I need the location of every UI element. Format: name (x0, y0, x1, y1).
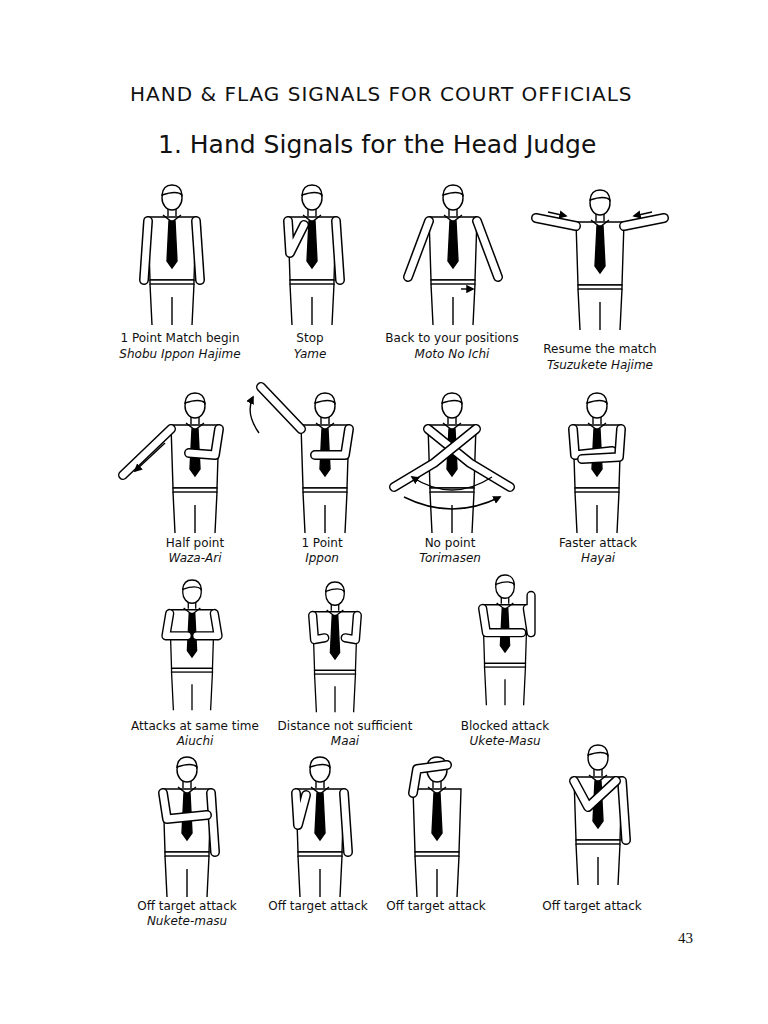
signal-term: Ukete-Masu (469, 734, 540, 748)
figure (413, 757, 461, 897)
signal-caption: Off target attack (137, 899, 237, 913)
figure (408, 185, 498, 325)
signal-caption: Off target attack (268, 899, 368, 913)
figure (394, 393, 510, 533)
signal-term: Yame (294, 347, 327, 361)
signal-term: Hayai (581, 551, 615, 565)
figure (313, 582, 358, 712)
signal-caption: Resume the match (543, 342, 656, 356)
figure (144, 185, 200, 325)
signal-term: Torimasen (419, 551, 481, 565)
page-number: 43 (678, 930, 693, 947)
page-title: HAND & FLAG SIGNALS FOR COURT OFFICIALS (130, 82, 633, 106)
signal-caption: Attacks at same time (131, 719, 259, 733)
signal-caption: Half point (166, 536, 224, 550)
signal-caption: 1 Point (301, 536, 342, 550)
signal-term: Moto No Ichi (415, 347, 490, 361)
figure (536, 190, 664, 330)
figure (574, 745, 626, 885)
figure (123, 393, 219, 533)
signal-term: Nukete-masu (147, 914, 227, 928)
figure (296, 757, 348, 897)
signal-caption: No point (425, 536, 476, 550)
signal-caption: Off target attack (542, 899, 642, 913)
signal-caption: Faster attack (559, 536, 637, 550)
signal-caption: 1 Point Match begin (120, 331, 239, 345)
signal-term: Aiuchi (177, 734, 214, 748)
section-heading: 1. Hand Signals for the Head Judge (158, 130, 596, 159)
signal-caption: Back to your positions (385, 331, 518, 345)
signal-caption: Stop (296, 331, 323, 345)
signal-term: Shobu Ippon Hajime (119, 347, 240, 361)
signal-caption: Distance not sufficient (278, 719, 413, 733)
signal-caption: Off target attack (386, 899, 486, 913)
figure (483, 575, 531, 705)
signal-term: Ippon (305, 551, 339, 565)
signal-term: Waza-Ari (168, 551, 221, 565)
figure (250, 387, 349, 533)
figure (288, 185, 340, 325)
signal-caption: Blocked attack (461, 719, 550, 733)
figure (573, 393, 621, 533)
figure (163, 757, 215, 897)
signal-term: Tsuzukete Hajime (547, 358, 653, 372)
figure (166, 580, 218, 710)
signal-term: Maai (331, 734, 359, 748)
